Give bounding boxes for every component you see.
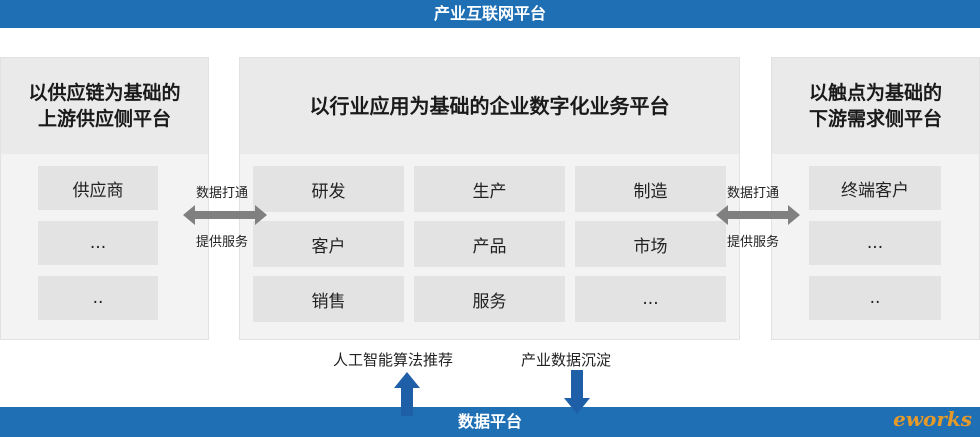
left-panel-title: 以供应链为基础的 上游供应侧平台 xyxy=(1,58,208,154)
right-item-1: 终端客户 xyxy=(809,166,941,210)
center-panel-title-text: 以行业应用为基础的企业数字化业务平台 xyxy=(309,94,670,118)
top-bar: 产业互联网平台 xyxy=(0,0,980,28)
grid-cell-r1c2: 生产 xyxy=(414,166,565,212)
left-connector-top-label: 数据打通 xyxy=(196,186,249,201)
left-panel: 以供应链为基础的 上游供应侧平台 供应商 ... .. xyxy=(0,57,209,340)
top-bar-title: 产业互联网平台 xyxy=(433,4,546,23)
bottom-bar: 数据平台 xyxy=(0,407,980,437)
eworks-logo: eworks xyxy=(893,407,972,431)
right-connector-top-label: 数据打通 xyxy=(727,186,780,201)
down-arrow-icon xyxy=(564,370,590,414)
up-flow-label: 人工智能算法推荐 xyxy=(333,351,454,369)
left-item-1: 供应商 xyxy=(38,166,158,210)
left-panel-title-line2: 上游供应侧平台 xyxy=(37,108,171,130)
left-item-3: .. xyxy=(38,276,158,320)
up-arrow-icon xyxy=(394,372,420,416)
left-panel-title-line1: 以供应链为基础的 xyxy=(28,82,181,104)
center-panel: 以行业应用为基础的企业数字化业务平台 研发 生产 制造 客户 产品 市场 销售 … xyxy=(239,57,740,340)
grid-cell-r2c1: 客户 xyxy=(253,221,404,267)
grid-cell-r1c1: 研发 xyxy=(253,166,404,212)
center-panel-title: 以行业应用为基础的企业数字化业务平台 xyxy=(240,58,739,154)
left-double-arrow-icon xyxy=(183,205,267,225)
right-panel-title-line1: 以触点为基础的 xyxy=(808,82,942,104)
bottom-bar-title: 数据平台 xyxy=(457,412,522,431)
grid-cell-r2c3: 市场 xyxy=(575,221,726,267)
right-connector-bottom-label: 提供服务 xyxy=(727,235,780,250)
right-item-2: ... xyxy=(809,221,941,265)
left-item-2: ... xyxy=(38,221,158,265)
right-panel-title: 以触点为基础的 下游需求侧平台 xyxy=(772,58,979,154)
eworks-logo-text: eworks xyxy=(893,407,972,431)
right-item-3: .. xyxy=(809,276,941,320)
right-double-arrow-icon xyxy=(716,205,800,225)
grid-cell-r2c2: 产品 xyxy=(414,221,565,267)
grid-cell-r3c2: 服务 xyxy=(414,276,565,322)
grid-cell-r3c1: 销售 xyxy=(253,276,404,322)
down-flow-label: 产业数据沉淀 xyxy=(521,351,612,369)
grid-cell-r3c3: ... xyxy=(575,276,726,322)
right-panel: 以触点为基础的 下游需求侧平台 终端客户 ... .. xyxy=(771,57,980,340)
right-panel-title-line2: 下游需求侧平台 xyxy=(808,108,942,130)
grid-cell-r1c3: 制造 xyxy=(575,166,726,212)
left-connector-bottom-label: 提供服务 xyxy=(196,235,249,250)
